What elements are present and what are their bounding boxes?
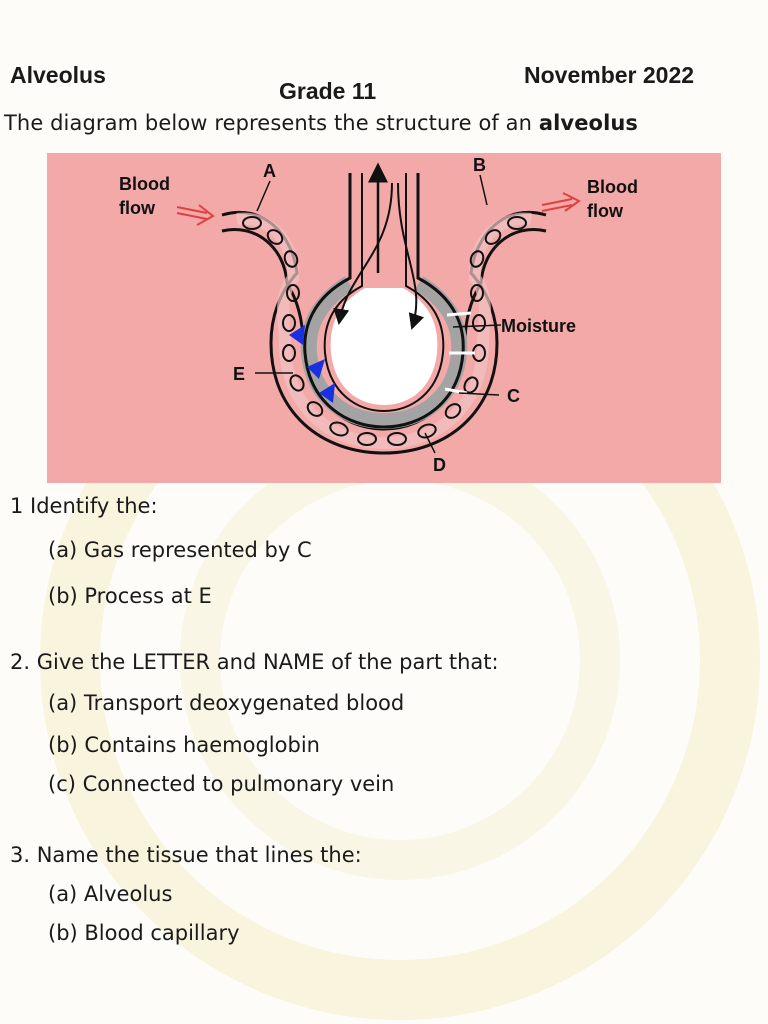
alveolus-diagram: Blood flow Blood flow A B Moisture C D E: [47, 153, 721, 483]
blood-flow-in-arrow: [176, 204, 215, 226]
air-in-right-arrow: [397, 182, 425, 330]
question-3-title: 3. Name the tissue that lines the:: [10, 843, 362, 867]
air-in-left-arrow: [333, 182, 393, 325]
question-2a: (a) Transport deoxygenated blood: [48, 691, 405, 715]
question-2b: (b) Contains haemoglobin: [48, 733, 320, 757]
blue-diffusion-arrows: [289, 325, 335, 403]
alveolus-wall: [303, 173, 465, 429]
red-blood-cells: [242, 216, 527, 446]
subject-title: Alveolus: [10, 62, 106, 88]
label-moisture: Moisture: [501, 316, 576, 336]
label-d: D: [433, 455, 446, 475]
alveolus-lumen: [330, 288, 438, 405]
exam-date: November 2022: [524, 62, 695, 88]
question-1-title: 1 Identify the:: [10, 494, 158, 518]
question-3b: (b) Blood capillary: [48, 921, 240, 945]
question-1a: (a) Gas represented by C: [48, 538, 312, 562]
label-e: E: [233, 364, 245, 384]
question-1b: (b) Process at E: [48, 584, 212, 608]
alveolus-inner-wall: [323, 173, 445, 413]
blood-flow-out-arrow: [541, 192, 581, 212]
label-blood-flow-in-2: flow: [119, 198, 156, 218]
question-3a: (a) Alveolus: [48, 882, 173, 906]
label-blood-flow-in-1: Blood: [119, 174, 170, 194]
capillary-band: [236, 212, 532, 450]
grade-title: Grade 11: [279, 78, 377, 104]
label-blood-flow-out-1: Blood: [587, 177, 638, 197]
leader-lines: [255, 174, 502, 454]
intro-text: The diagram below represents the structu…: [4, 111, 639, 135]
label-blood-flow-out-2: flow: [587, 201, 624, 221]
question-2c: (c) Connected to pulmonary vein: [48, 772, 395, 796]
white-diffusion-arrows: [444, 311, 475, 395]
intro-bold-word: alveolus: [538, 111, 639, 135]
alveolus-moisture-layer: [300, 276, 468, 430]
label-b: B: [473, 155, 486, 175]
label-a: A: [263, 161, 276, 181]
label-c: C: [507, 386, 520, 406]
question-2-title: 2. Give the LETTER and NAME of the part …: [10, 650, 499, 674]
